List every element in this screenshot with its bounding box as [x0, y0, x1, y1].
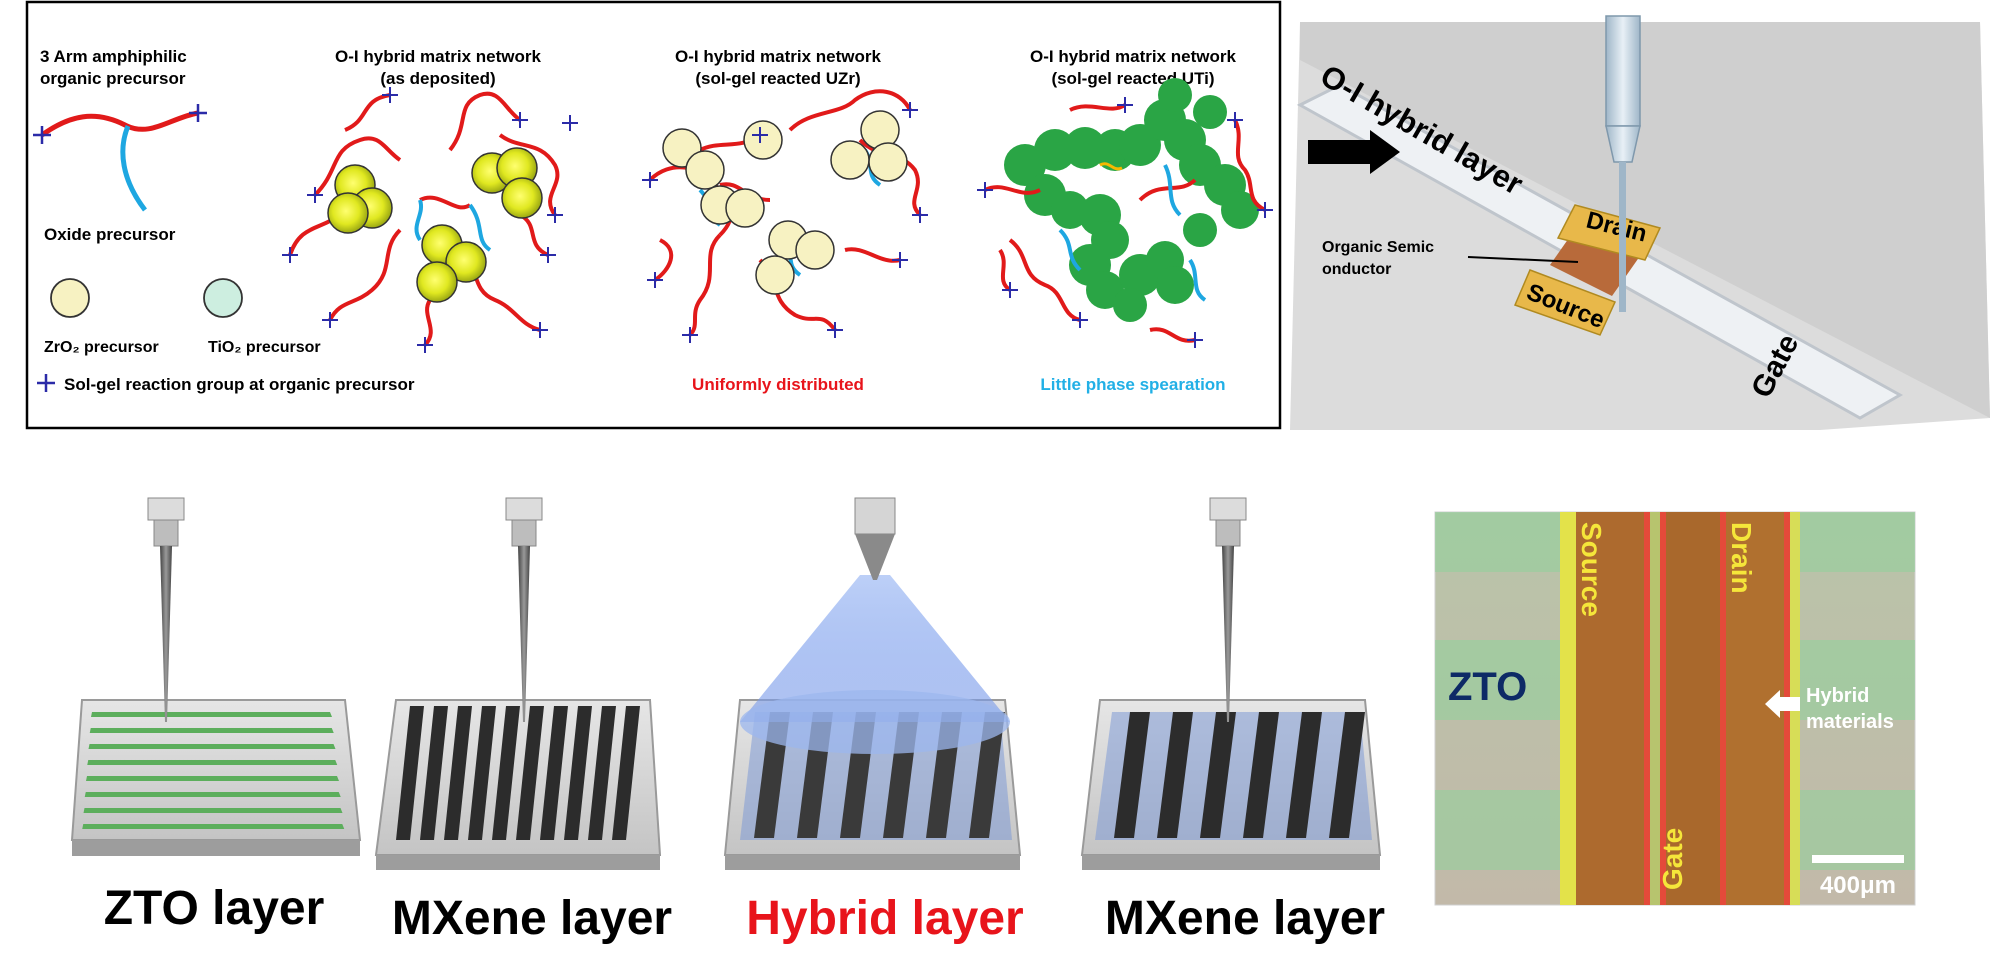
network-uti: [977, 78, 1273, 348]
precursor-title-line1: 3 Arm amphiphilic: [40, 47, 187, 66]
scale-label: 400μm: [1820, 872, 1896, 899]
panel2-title-line1: O-I hybrid matrix network: [335, 47, 541, 66]
spray-footprint: [740, 690, 1010, 754]
spray-cone: [740, 575, 1010, 722]
panel2-title-line2: (as deposited): [380, 69, 495, 88]
electrode-bar: [1157, 712, 1193, 838]
electrode-bar: [420, 706, 448, 840]
uniform-caption: Uniformly distributed: [692, 375, 864, 394]
zto-stripe: [88, 744, 336, 749]
zto-stripe: [82, 824, 345, 829]
panel4-title-line1: O-I hybrid matrix network: [1030, 47, 1236, 66]
electrode-bar: [396, 706, 424, 840]
gate-electrode: [1666, 512, 1720, 905]
panel3-title-line1: O-I hybrid matrix network: [675, 47, 881, 66]
source-label: Source: [1576, 522, 1607, 617]
precursor-title-line2: organic precursor: [40, 69, 186, 88]
electrode-bar: [588, 706, 616, 840]
mxene-electrodes: [1114, 712, 1365, 838]
semiconductor-region: [1550, 225, 1640, 296]
step-zto: ZTO layer: [70, 497, 362, 935]
step4-label: MXene layer: [1105, 892, 1385, 945]
pointer-arrow-icon: [1765, 690, 1800, 718]
step-hybrid: Hybrid layer: [723, 497, 1024, 945]
phase-caption: Little phase spearation: [1040, 375, 1225, 394]
zto-stripe: [87, 760, 338, 765]
spray-nozzle-icon: [854, 497, 896, 580]
oxide-precursor-label: Oxide precursor: [44, 225, 176, 244]
semiconductor-label-line2: onductor: [1322, 261, 1391, 278]
source-electrode: [1513, 269, 1617, 336]
gate-label: Gate: [1657, 828, 1688, 890]
electrode-bar: [564, 706, 592, 840]
scale-bar: [1812, 855, 1904, 863]
device-render: O-I hybrid layer Drain Source Organic Se…: [1290, 15, 1990, 430]
zto-stripe: [84, 792, 341, 797]
panel4-title-line2: (sol-gel reacted UTi): [1051, 69, 1214, 88]
step3-label: Hybrid layer: [746, 892, 1023, 945]
zro2-circle-icon: [50, 278, 90, 318]
micrograph: ZTO Source Drain Gate Hybrid materials 4…: [1434, 511, 1916, 906]
dispense-tip-icon: [147, 497, 185, 722]
organic-precursor-icon: [33, 104, 207, 212]
network-uzr: [642, 89, 928, 343]
step1-label: ZTO layer: [104, 882, 325, 935]
electrode-bar: [1200, 712, 1236, 838]
zro2-precursor-label: ZrO₂ precursor: [44, 339, 159, 356]
zto-label: ZTO: [1448, 665, 1527, 709]
semiconductor-label-line1: Organic Semic: [1322, 239, 1434, 256]
semiconductor-pointer: [1467, 256, 1579, 263]
zto-stripe: [83, 808, 343, 813]
syringe-icon: [1605, 15, 1641, 312]
dispense-tip-icon: [1209, 497, 1247, 722]
drain-label: Drain: [1726, 522, 1757, 594]
panel3-title-line2: (sol-gel reacted UZr): [695, 69, 860, 88]
electrode-bar: [468, 706, 496, 840]
tio2-precursor-label: TiO₂ precursor: [208, 339, 321, 356]
network-as-deposited: [282, 87, 578, 353]
electrode-bar: [1329, 712, 1365, 838]
step2-label: MXene layer: [392, 892, 672, 945]
hybrid-label-line1: Hybrid: [1806, 685, 1869, 707]
electrode-bar: [444, 706, 472, 840]
solgel-legend-label: Sol-gel reaction group at organic precur…: [64, 375, 415, 394]
source-edge: [1560, 512, 1576, 905]
hybrid-label-line2: materials: [1806, 711, 1894, 733]
drain-electrode: [1556, 204, 1662, 261]
zto-stripe: [89, 728, 334, 733]
schematic-panel: 3 Arm amphiphilic organic precursor Oxid…: [25, 0, 1282, 430]
electrode-bar: [540, 706, 568, 840]
electrode-bar: [1114, 712, 1150, 838]
solgel-star-icon: [37, 374, 55, 392]
electrode-bar: [1286, 712, 1322, 838]
tio2-circle-icon: [203, 278, 243, 318]
mxene-electrodes: [396, 706, 640, 840]
dispense-tip-icon: [505, 497, 543, 722]
source-electrode: [1576, 512, 1644, 905]
electrode-bar: [1243, 712, 1279, 838]
step-mxene-1: MXene layer: [374, 497, 672, 945]
electrode-bar: [516, 706, 544, 840]
electrode-bar: [969, 712, 1005, 838]
zto-stripes: [82, 712, 345, 829]
process-steps: ZTO layer MXene layer: [70, 497, 1385, 945]
step-mxene-2: MXene layer: [1080, 497, 1385, 945]
electrode-bar: [492, 706, 520, 840]
zto-stripe: [86, 776, 339, 781]
electrode-bar: [612, 706, 640, 840]
left-arrow-icon: [1308, 130, 1400, 174]
zto-stripe: [91, 712, 332, 717]
